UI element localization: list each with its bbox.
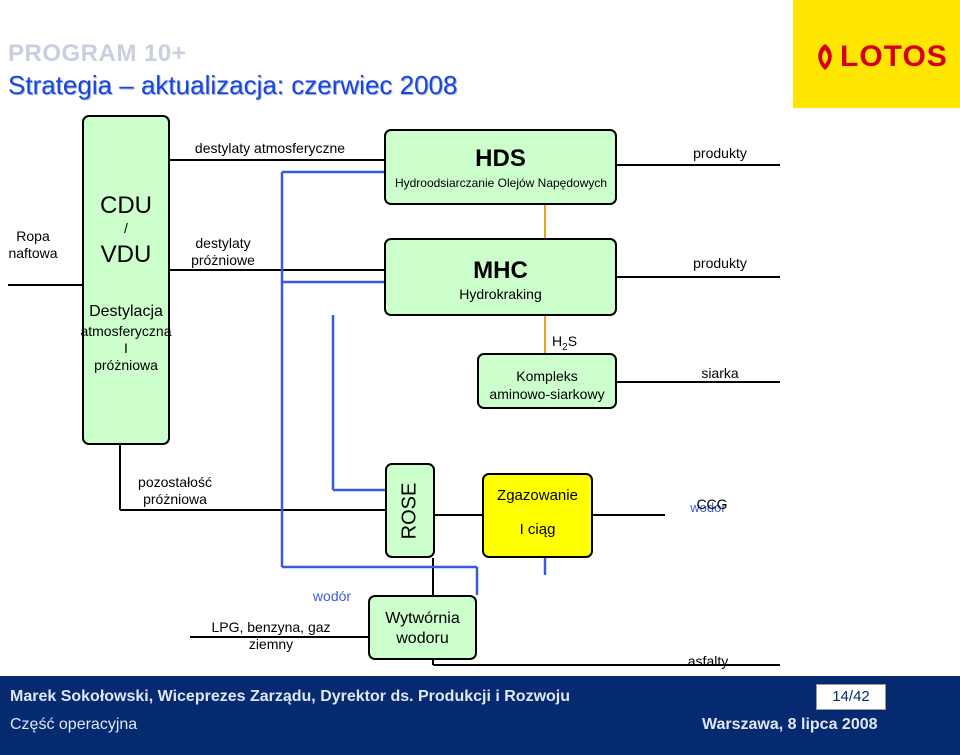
zgazowanie-label-1: Zgazowanie (497, 487, 578, 504)
wytwornia-label-2: wodoru (396, 630, 449, 647)
lpg-label-1: LPG, benzyna, gaz (211, 619, 331, 635)
page-subtitle: Strategia – aktualizacja: czerwiec 2008 (8, 70, 458, 100)
siarka-label: siarka (701, 365, 739, 381)
rose-box (385, 463, 435, 558)
hds-title: HDS (475, 145, 526, 172)
destylaty-atmosferyczne-label: destylaty atmosferyczne (194, 140, 346, 156)
program-title: PROGRAM 10+ (8, 40, 187, 67)
ccg-label: CCG (696, 496, 728, 512)
prozniowe-label: próżniowe (191, 252, 255, 268)
lotos-logo: LOTOS (840, 40, 948, 73)
page-number: 14/42 (816, 684, 886, 710)
h2s-sub: 2 (562, 341, 568, 353)
lpg-label-2: ziemny (248, 636, 294, 652)
wodor-label: wodór (312, 588, 352, 604)
h2s-label: H2S (552, 333, 602, 356)
cdu-vdu-box (82, 115, 170, 445)
destylaty-label: destylaty (195, 235, 251, 251)
hds-box (384, 129, 617, 205)
kompleks-line-2: aminowo-siarkowy (489, 386, 605, 402)
cdu-desc-3: I (124, 340, 128, 356)
kompleks-line-1: Kompleks (516, 368, 578, 384)
mhc-box (384, 238, 617, 316)
wytwornia-wodoru-box (368, 595, 477, 660)
rose-label: ROSE (398, 482, 421, 540)
mhc-subtitle: Hydrokraking (459, 286, 542, 302)
kompleks-box (477, 353, 617, 409)
produkty-label-1: produkty (693, 145, 747, 161)
zgazowanie-label-2: I ciąg (519, 521, 556, 538)
cdu-desc-1: Destylacja (89, 303, 163, 320)
hds-subtitle: Hydroodsiarczanie Olejów Napędowych (394, 176, 608, 190)
cdu-slash: / (124, 220, 128, 236)
cdu-desc-4: próżniowa (94, 357, 158, 373)
asfalty-label: asfalty (687, 653, 729, 669)
wodor-ccg-label: wodór (690, 500, 726, 515)
footer-author: Marek Sokołowski, Wiceprezes Zarządu, Dy… (10, 688, 571, 705)
cdu-desc-2: atmosferyczna (80, 323, 172, 339)
lotos-flower-icon (818, 44, 832, 70)
produkty-label-2: produkty (693, 255, 747, 271)
footer-bar (0, 676, 960, 755)
ropa-naftowa-label: Ropa naftowa (8, 228, 58, 261)
vdu-title: VDU (100, 241, 152, 268)
mhc-title: MHC (473, 257, 528, 284)
h2s-s: S (567, 333, 578, 349)
h2s-h: H (552, 333, 563, 349)
cdu-title: CDU (100, 192, 152, 219)
footer-place-date: Warszawa, 8 lipca 2008 (702, 716, 878, 733)
pozostalosc-label-2: próżniowa (143, 491, 207, 507)
zgazowanie-box (482, 473, 593, 558)
footer-section: Część operacyjna (10, 716, 138, 733)
wytwornia-label-1: Wytwórnia (385, 610, 460, 627)
pozostalosc-label-1: pozostałość (138, 474, 212, 490)
